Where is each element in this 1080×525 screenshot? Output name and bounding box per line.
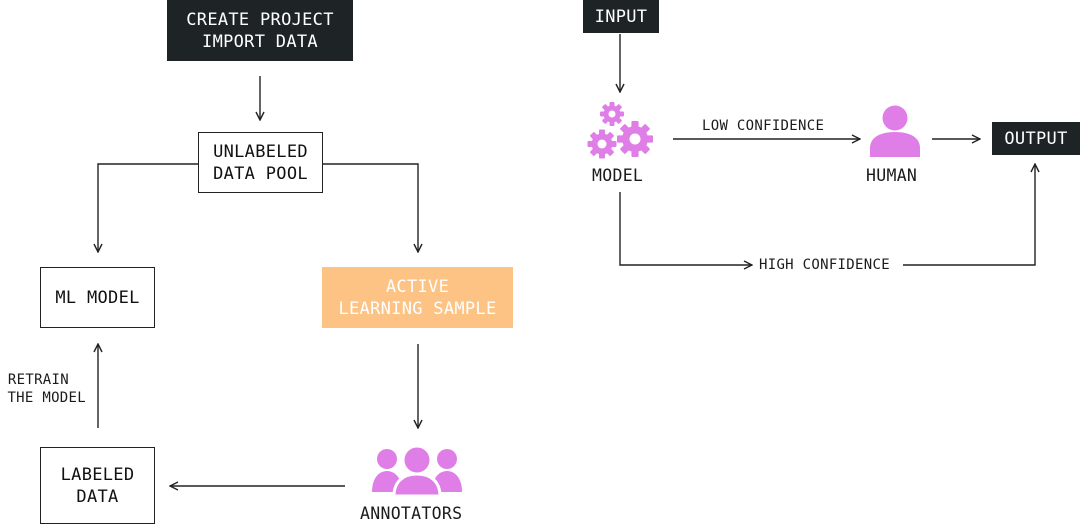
create-project-text: CREATE PROJECT xyxy=(186,9,334,30)
human-label: HUMAN xyxy=(866,166,918,185)
annotators-group-icon xyxy=(372,444,462,496)
active-text: ACTIVE xyxy=(385,276,450,297)
unlabeled-data-pool-box: UNLABELED DATA POOL xyxy=(198,132,323,193)
annotators-label: ANNOTATORS xyxy=(360,504,463,523)
labeled-text: LABELED xyxy=(60,464,135,485)
human-icon xyxy=(870,105,920,157)
input-box: INPUT xyxy=(583,0,659,33)
low-confidence-label: LOW CONFIDENCE xyxy=(702,118,825,134)
retrain-text: RETRAIN xyxy=(7,372,69,388)
data-pool-text: DATA POOL xyxy=(213,163,308,184)
import-data-text: IMPORT DATA xyxy=(202,31,318,52)
labeled-data-box: LABELED DATA xyxy=(40,447,155,524)
ml-model-box: ML MODEL xyxy=(40,267,155,328)
input-text: INPUT xyxy=(594,6,648,27)
output-box: OUTPUT xyxy=(992,122,1080,155)
unlabeled-text: UNLABELED xyxy=(213,141,308,162)
arrow-model-to-high-confidence xyxy=(619,192,752,265)
active-learning-sample-box: ACTIVE LEARNING SAMPLE xyxy=(322,267,513,328)
arrow-high-confidence-to-output xyxy=(903,164,1035,266)
the-model-text: THE MODEL xyxy=(7,390,86,406)
arrow-pool-to-ml-model xyxy=(98,163,198,252)
create-project-box: CREATE PROJECT IMPORT DATA xyxy=(167,0,353,61)
model-label: MODEL xyxy=(592,166,644,185)
gears-icon xyxy=(587,102,653,159)
learning-sample-text: LEARNING SAMPLE xyxy=(338,298,497,319)
data-text: DATA xyxy=(76,486,119,507)
ml-model-text: ML MODEL xyxy=(55,287,140,308)
retrain-label: RETRAIN THE MODEL xyxy=(2,371,86,407)
high-confidence-label: HIGH CONFIDENCE xyxy=(759,257,890,273)
arrow-pool-to-active xyxy=(323,163,418,252)
output-text: OUTPUT xyxy=(1004,128,1068,149)
